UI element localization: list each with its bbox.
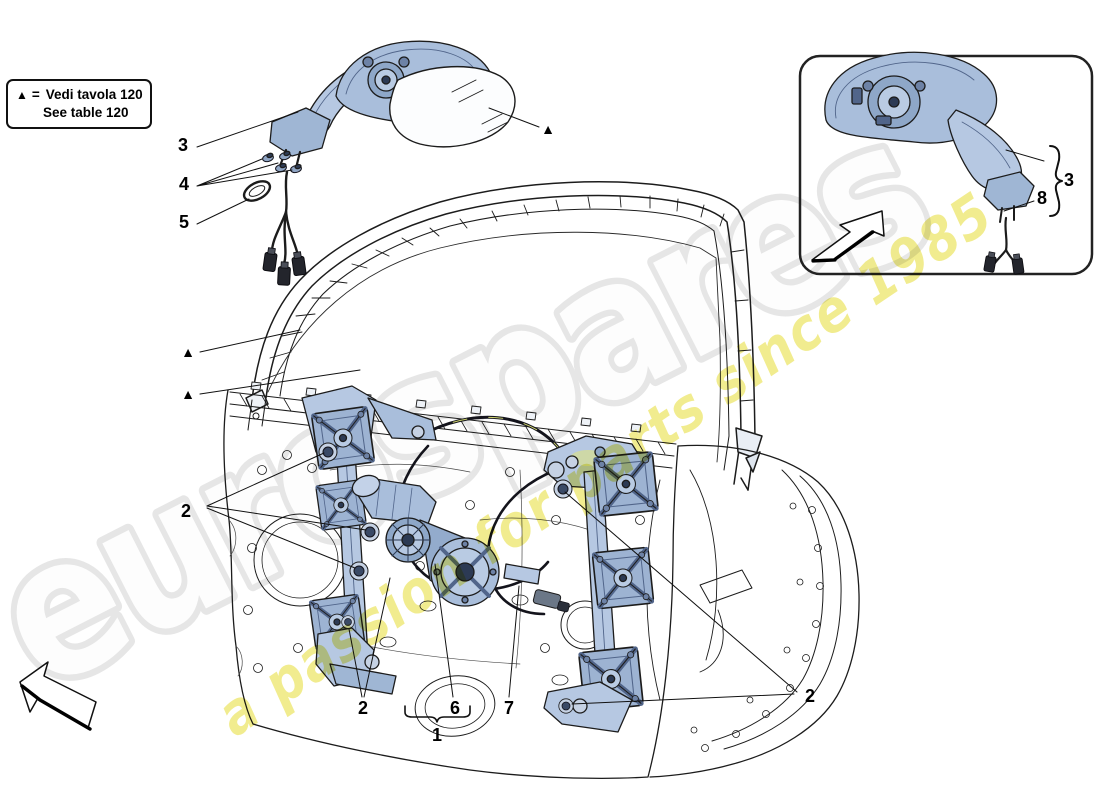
legend-box: ▲ = Vedi tavola 120 See table 120 bbox=[6, 79, 152, 130]
callout-7-sensor[interactable]: 7 bbox=[503, 698, 515, 718]
callout-1-regulator-group[interactable]: 1 bbox=[431, 725, 443, 745]
legend-line-english: See table 120 bbox=[16, 104, 144, 122]
see-table-marker-frame-upper: ▲ bbox=[181, 344, 195, 360]
callout-8-inset-harness[interactable]: 8 bbox=[1036, 188, 1048, 208]
door-inner-panel bbox=[223, 381, 679, 779]
inset-mirror-assembly-art bbox=[824, 51, 1035, 276]
callout-3-inset-mirror[interactable]: 3 bbox=[1063, 170, 1075, 190]
door-window-frame bbox=[245, 181, 763, 491]
callout-2-front-regulator[interactable]: 2 bbox=[180, 501, 192, 521]
mirror-assembly bbox=[242, 40, 516, 287]
inset-leader-lines bbox=[1003, 145, 1063, 217]
inset-direction-arrow-icon bbox=[811, 210, 885, 263]
triangle-marker-icon: ▲ bbox=[16, 88, 28, 102]
callout-4-mirror-fasteners[interactable]: 4 bbox=[178, 174, 190, 194]
mirror-harness bbox=[261, 170, 308, 287]
frame-seal-hatching bbox=[261, 195, 755, 442]
legend-equals: = bbox=[31, 87, 40, 102]
watermark-tagline-text: a passion for parts since 1985 bbox=[205, 179, 1006, 750]
see-table-marker-glass: ▲ bbox=[541, 121, 555, 137]
callout-6-motor[interactable]: 6 bbox=[449, 698, 461, 718]
callout-3-mirror[interactable]: 3 bbox=[177, 135, 189, 155]
window-motor bbox=[351, 474, 500, 607]
see-table-marker-frame-lower: ▲ bbox=[181, 386, 195, 402]
sill-clips bbox=[250, 381, 642, 433]
shell-holes bbox=[690, 502, 824, 752]
inset-brace bbox=[1049, 145, 1063, 217]
legend-line-italian: ▲ = Vedi tavola 120 bbox=[16, 86, 144, 104]
leader-lines bbox=[196, 107, 798, 723]
door-glass-outline bbox=[267, 231, 721, 463]
legend-text-italian: Vedi tavola 120 bbox=[45, 87, 143, 102]
group-brace bbox=[404, 705, 471, 723]
inset-detail-box bbox=[798, 51, 1094, 276]
legend-text-english: See table 120 bbox=[43, 105, 129, 121]
bottom-left-direction-arrow-icon bbox=[19, 661, 97, 731]
callout-2-lower[interactable]: 2 bbox=[357, 698, 369, 718]
mirror-glass bbox=[389, 65, 516, 148]
rear-window-regulator bbox=[503, 435, 658, 733]
inset-mirror-harness-art bbox=[982, 216, 1026, 276]
mirror-gasket bbox=[242, 180, 272, 202]
callout-2-rear-regulator[interactable]: 2 bbox=[804, 686, 816, 706]
cable-sensor-part bbox=[503, 563, 541, 585]
front-window-regulator bbox=[301, 385, 500, 695]
callout-5-mirror-gasket[interactable]: 5 bbox=[178, 212, 190, 232]
